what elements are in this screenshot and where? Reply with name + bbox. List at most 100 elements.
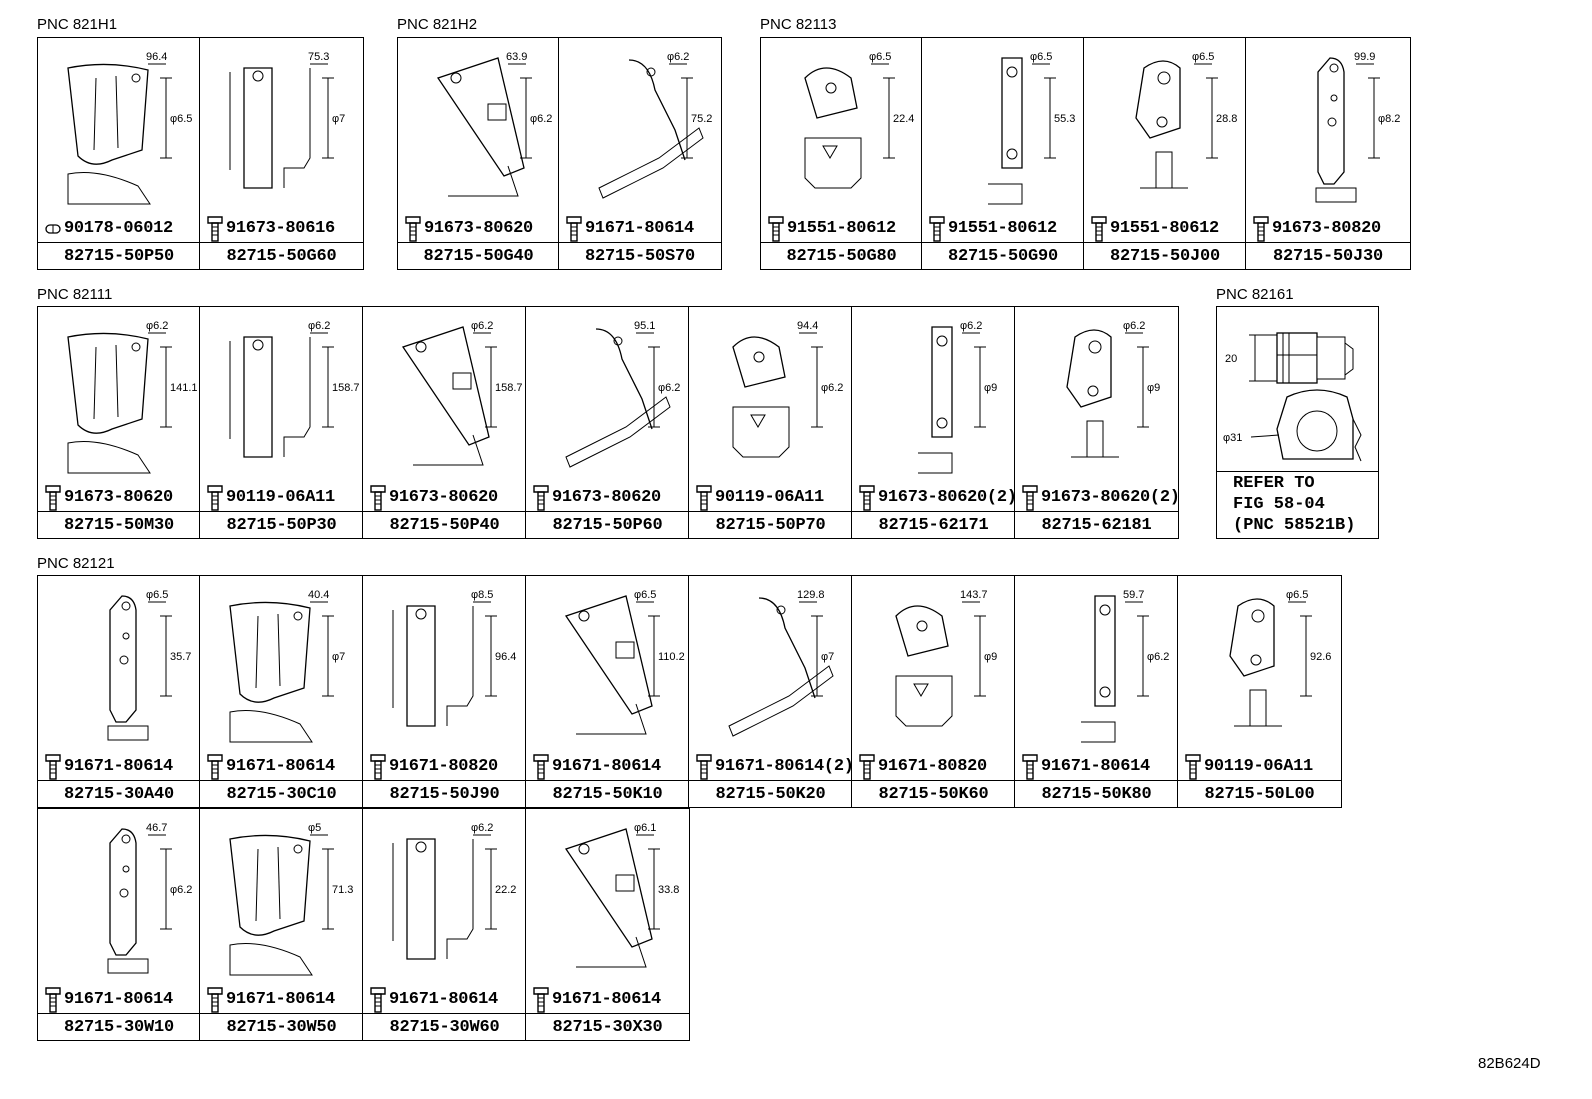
- part-cell[interactable]: φ6.2 46.7 91671-80614 82715-30W10: [37, 808, 201, 1041]
- part-number[interactable]: 82715-50G90: [922, 242, 1084, 270]
- part-number[interactable]: 82715-50P30: [200, 511, 363, 539]
- part-number[interactable]: 82715-50J90: [363, 780, 526, 808]
- part-cell[interactable]: 158.7 φ6.2 91673-80620 82715-50P40: [362, 306, 527, 539]
- part-number[interactable]: 82715-62171: [852, 511, 1015, 539]
- bolt-icon: [45, 485, 61, 511]
- part-number[interactable]: 82715-50K80: [1015, 780, 1178, 808]
- part-cell[interactable]: φ7 40.4 91671-80614 82715-30C10: [199, 575, 364, 808]
- fastener-part-number[interactable]: 91673-80620(2): [878, 488, 1017, 507]
- fastener-part-number[interactable]: 90178-06012: [64, 219, 173, 238]
- part-number[interactable]: 82715-50J30: [1246, 242, 1410, 270]
- part-number[interactable]: 82715-50J00: [1084, 242, 1246, 270]
- bolt-icon: [45, 754, 61, 780]
- part-drawing: φ8.2 99.9: [1315, 51, 1400, 203]
- part-cell[interactable]: φ6.2 94.4 90119-06A11 82715-50P70: [688, 306, 853, 539]
- fastener-part-number[interactable]: 91671-80614: [64, 990, 173, 1009]
- part-cell[interactable]: 71.3 φ5 91671-80614 82715-30W50: [199, 808, 364, 1041]
- part-number[interactable]: 82715-50P50: [38, 242, 200, 270]
- fastener-part-number[interactable]: 91551-80612: [948, 219, 1057, 238]
- part-number[interactable]: 82715-50K60: [852, 780, 1015, 808]
- fastener-part-number[interactable]: 91671-80614: [226, 990, 335, 1009]
- dim-label: 22.2: [495, 884, 516, 896]
- fastener-part-number[interactable]: 91671-80614: [389, 990, 498, 1009]
- group-label-821h1: PNC 821H1: [37, 16, 118, 33]
- fastener-part-number[interactable]: 91671-80614: [552, 757, 661, 776]
- part-cell[interactable]: φ9 φ6.2 91673-80620(2) 82715-62171: [851, 306, 1017, 539]
- fastener-part-number[interactable]: 91673-80820: [1272, 219, 1381, 238]
- group-label-82161: PNC 82161: [1216, 286, 1294, 303]
- part-cell[interactable]: 22.4 φ6.5 91551-80612 82715-50G80: [760, 37, 923, 270]
- dim-label: φ6.1: [634, 822, 656, 834]
- part-number[interactable]: 82715-62181: [1015, 511, 1178, 539]
- part-cell[interactable]: 141.1 φ6.2 91673-80620 82715-50M30: [37, 306, 201, 539]
- part-cell[interactable]: φ9 φ6.2 91673-80620(2) 82715-62181: [1014, 306, 1180, 539]
- part-cell[interactable]: 35.7 φ6.5 91671-80614 82715-30A40: [37, 575, 201, 808]
- part-cell[interactable]: φ6.2 95.1 91673-80620 82715-50P60: [525, 306, 690, 539]
- part-cell[interactable]: φ7 129.8 91671-80614(2) 82715-50K20: [688, 575, 854, 808]
- fastener-part-number[interactable]: 91671-80820: [389, 757, 498, 776]
- fastener-part-number[interactable]: 91551-80612: [787, 219, 896, 238]
- fastener-part-number[interactable]: 91671-80614: [552, 990, 661, 1009]
- part-number[interactable]: 82715-50M30: [38, 511, 200, 539]
- bolt-icon: [1022, 485, 1038, 511]
- part-number[interactable]: 82715-30W10: [38, 1013, 200, 1041]
- dim-label: 96.4: [146, 51, 167, 63]
- part-cell[interactable]: φ6.2 63.9 91673-80620 82715-50G40: [397, 37, 560, 270]
- fastener-part-number[interactable]: 91673-80620(2): [1041, 488, 1180, 507]
- part-number[interactable]: 82715-50S70: [559, 242, 721, 270]
- bolt-icon: [533, 485, 549, 511]
- part-number[interactable]: 82715-50G80: [761, 242, 922, 270]
- part-cell[interactable]: 110.2 φ6.5 91671-80614 82715-50K10: [525, 575, 690, 808]
- part-drawing: φ6.2 46.7: [107, 822, 192, 974]
- part-cell[interactable]: φ9 143.7 91671-80820 82715-50K60: [851, 575, 1016, 808]
- part-number[interactable]: 82715-30A40: [38, 780, 200, 808]
- part-number[interactable]: 82715-50K10: [526, 780, 689, 808]
- fastener-part-number[interactable]: 90119-06A11: [715, 488, 824, 507]
- fastener-part-number[interactable]: 90119-06A11: [226, 488, 335, 507]
- bolt-icon: [533, 987, 549, 1013]
- part-number[interactable]: 82715-50P40: [363, 511, 526, 539]
- part-number[interactable]: 82715-30X30: [526, 1013, 689, 1041]
- part-cell[interactable]: φ7 75.3 91673-80616 82715-50G60: [199, 37, 364, 270]
- fastener-part-number[interactable]: 91671-80820: [878, 757, 987, 776]
- fastener-part-number[interactable]: 91673-80620: [424, 219, 533, 238]
- reference-cell[interactable]: 20 φ31 REFER TO FIG 58-04 (PNC 58521B): [1216, 306, 1379, 539]
- fastener-part-number[interactable]: 91671-80614(2): [715, 757, 854, 776]
- part-cell[interactable]: 55.3 φ6.5 91551-80612 82715-50G90: [921, 37, 1085, 270]
- fastener-part-number[interactable]: 90119-06A11: [1204, 757, 1313, 776]
- fastener-part-number[interactable]: 91673-80620: [552, 488, 661, 507]
- part-number[interactable]: 82715-50G40: [398, 242, 559, 270]
- fastener-part-number[interactable]: 91671-80614: [226, 757, 335, 776]
- part-cell[interactable]: 96.4 φ8.5 91671-80820 82715-50J90: [362, 575, 527, 808]
- part-cell[interactable]: 33.8 φ6.1 91671-80614 82715-30X30: [525, 808, 690, 1041]
- part-drawing: 22.2 φ6.2: [392, 822, 516, 960]
- part-cell[interactable]: 22.2 φ6.2 91671-80614 82715-30W60: [362, 808, 527, 1041]
- bolt-icon: [405, 216, 421, 242]
- bolt-icon: [207, 754, 223, 780]
- part-cell[interactable]: 92.6 φ6.5 90119-06A11 82715-50L00: [1177, 575, 1342, 808]
- part-number[interactable]: 82715-30W50: [200, 1013, 363, 1041]
- part-cell[interactable]: 28.8 φ6.5 91551-80612 82715-50J00: [1083, 37, 1247, 270]
- divider: [1217, 471, 1378, 472]
- part-cell[interactable]: φ8.2 99.9 91673-80820 82715-50J30: [1245, 37, 1411, 270]
- fastener-part-number[interactable]: 91673-80620: [64, 488, 173, 507]
- fastener-part-number[interactable]: 91673-80616: [226, 219, 335, 238]
- fastener-part-number[interactable]: 91673-80620: [389, 488, 498, 507]
- part-number[interactable]: 82715-50K20: [689, 780, 852, 808]
- fastener-part-number[interactable]: 91671-80614: [64, 757, 173, 776]
- part-cell[interactable]: φ6.2 59.7 91671-80614 82715-50K80: [1014, 575, 1179, 808]
- part-cell[interactable]: 158.7 φ6.2 90119-06A11 82715-50P30: [199, 306, 364, 539]
- fastener-part-number[interactable]: 91551-80612: [1110, 219, 1219, 238]
- part-cell[interactable]: 75.2 φ6.2 91671-80614 82715-50S70: [558, 37, 722, 270]
- part-number[interactable]: 82715-50P70: [689, 511, 852, 539]
- part-number[interactable]: 82715-50L00: [1178, 780, 1341, 808]
- fastener-part-number[interactable]: 91671-80614: [1041, 757, 1150, 776]
- part-number[interactable]: 82715-30C10: [200, 780, 363, 808]
- fastener-part-number[interactable]: 91671-80614: [585, 219, 694, 238]
- part-number[interactable]: 82715-30W60: [363, 1013, 526, 1041]
- part-number[interactable]: 82715-50G60: [200, 242, 363, 270]
- part-number[interactable]: 82715-50P60: [526, 511, 689, 539]
- part-cell[interactable]: φ6.5 96.4 90178-06012 82715-50P50: [37, 37, 201, 270]
- bolt-icon: [370, 754, 386, 780]
- group-label-82113: PNC 82113: [760, 16, 837, 33]
